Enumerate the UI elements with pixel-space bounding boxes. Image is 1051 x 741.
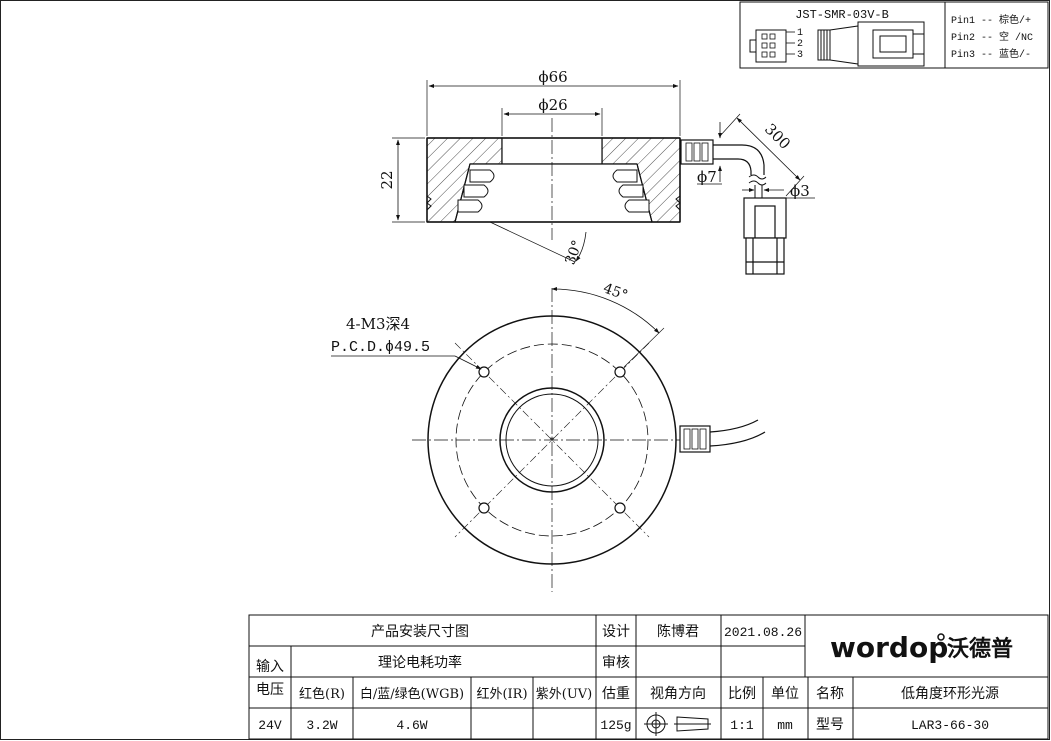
pin-number-1: 1 xyxy=(797,28,803,39)
unit-label: 单位 xyxy=(771,686,799,702)
title-block: 产品安装尺寸图 设计 陈博君 2021.08.26 输入 电压 理论电耗功率 审… xyxy=(248,614,1049,740)
wbg-power-value: 4.6W xyxy=(396,718,427,733)
pcd-label: P.C.D.ϕ49.5 xyxy=(331,339,430,356)
dim-height: 22 xyxy=(378,170,396,189)
top-cable-gland-icon xyxy=(679,425,711,453)
col-red: 红色(R) xyxy=(299,686,345,702)
connector-box: JST-SMR-03V-B 1 2 3 Pin1 -- 棕色/+ Pi xyxy=(739,1,1049,69)
model-value: LAR3-66-30 xyxy=(911,718,989,733)
side-section-view: ϕ66 ϕ26 22 30° 300 ϕ7 ϕ3 xyxy=(378,68,815,275)
cable-plug-icon xyxy=(743,197,787,275)
col-uv: 紫外(UV) xyxy=(536,687,593,702)
col-ir: 红外(IR) xyxy=(476,686,527,702)
connector-plug-icon xyxy=(817,21,925,67)
voltage-value: 24V xyxy=(258,718,282,733)
name-label: 名称 xyxy=(816,686,844,702)
connector-model: JST-SMR-03V-B xyxy=(795,8,889,22)
product-name: 低角度环形光源 xyxy=(901,686,999,702)
input-label-1: 输入 xyxy=(256,659,284,675)
input-label-2: 电压 xyxy=(256,682,284,698)
dim-angle-30: 30° xyxy=(562,238,586,267)
weight-value: 125g xyxy=(600,718,631,733)
projection-symbol-icon xyxy=(644,712,711,736)
dim-cable-length: 300 xyxy=(761,120,794,153)
dim-angle-45: 45° xyxy=(601,280,630,304)
dim-inner-diameter: ϕ26 xyxy=(538,96,567,114)
brand-chinese: 沃德普 xyxy=(947,636,1013,662)
scale-label: 比例 xyxy=(728,686,756,702)
power-label: 理论电耗功率 xyxy=(378,654,462,671)
thread-spec-label: 4-M3深4 xyxy=(346,315,410,333)
dim-cable-diameter: ϕ7 xyxy=(697,168,717,186)
led-left-icon xyxy=(457,169,495,213)
design-label: 设计 xyxy=(602,624,630,640)
model-label: 型号 xyxy=(816,717,844,733)
weight-label: 估重 xyxy=(602,686,630,702)
dim-outer-diameter: ϕ66 xyxy=(538,68,567,86)
designer-name: 陈博君 xyxy=(657,623,699,640)
brand-latin: wordop xyxy=(830,631,948,664)
col-wbg: 白/蓝/绿色(WGB) xyxy=(360,686,464,702)
top-view: * 45° 4-M3深4 P.C.D.ϕ49.5 xyxy=(331,280,766,592)
pin-number-3: 3 xyxy=(797,50,803,61)
led-right-icon xyxy=(612,169,650,213)
pin2-label: Pin2 -- 空 /NC xyxy=(951,30,1033,44)
threaded-hole-icon xyxy=(478,366,626,514)
pin1-label: Pin1 -- 棕色/+ xyxy=(951,13,1031,27)
scale-value: 1:1 xyxy=(730,718,754,733)
brand-logo: wordop 沃德普 xyxy=(830,631,1013,664)
design-date: 2021.08.26 xyxy=(724,625,802,640)
review-label: 审核 xyxy=(602,655,630,671)
center-mark-icon: * xyxy=(550,436,555,447)
red-power-value: 3.2W xyxy=(306,718,337,733)
pin3-label: Pin3 -- 蓝色/- xyxy=(951,47,1031,61)
drawing-title: 产品安装尺寸图 xyxy=(371,624,469,640)
view-label: 视角方向 xyxy=(650,686,706,702)
unit-value: mm xyxy=(777,718,793,733)
pin-number-2: 2 xyxy=(797,39,803,50)
dim-wire-diameter: ϕ3 xyxy=(790,182,810,200)
